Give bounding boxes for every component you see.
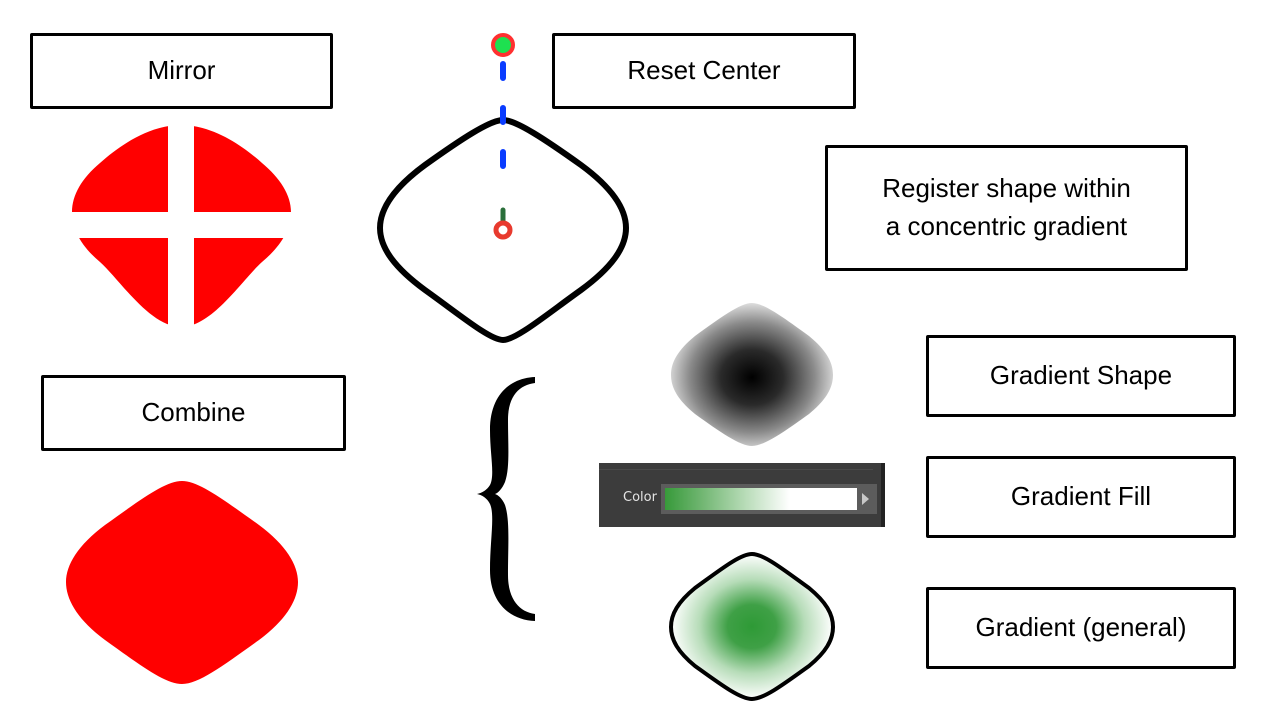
mirror-label: Mirror [147, 55, 216, 86]
gradient-swatch[interactable] [665, 488, 857, 510]
mirror-quadrant-bottom-left [72, 238, 168, 327]
mirror-quadrant-top-left [72, 125, 168, 212]
expand-arrow-icon[interactable] [862, 493, 869, 505]
gradient-fill-label-box: Gradient Fill [926, 456, 1236, 538]
gradient-color-panel: Color [599, 463, 885, 527]
mirror-shape [72, 125, 291, 327]
mirror-quadrant-top-right [194, 125, 291, 212]
reset-center-label-box: Reset Center [552, 33, 856, 109]
mirror-quadrant-bottom-right [194, 238, 291, 327]
gradient-general-label-box: Gradient (general) [926, 587, 1236, 669]
gradient-shape-label: Gradient Shape [989, 360, 1173, 391]
color-gradient-picker[interactable] [661, 484, 877, 514]
curly-brace-icon [477, 377, 535, 621]
register-shape-label-box: Register shape within a concentric gradi… [825, 145, 1188, 271]
mirror-label-box: Mirror [30, 33, 333, 109]
gradient-shape-preview [671, 303, 833, 446]
gradient-general-preview [668, 551, 836, 702]
outline-shape [376, 116, 630, 344]
gradient-fill-label: Gradient Fill [1010, 481, 1152, 512]
gradient-general-label: Gradient (general) [975, 612, 1187, 643]
combined-shape [66, 481, 298, 684]
register-shape-label: Register shape within a concentric gradi… [882, 173, 1131, 241]
gradient-shape-label-box: Gradient Shape [926, 335, 1236, 417]
reset-center-label: Reset Center [627, 55, 781, 86]
combine-label-box: Combine [41, 375, 346, 451]
center-point-handle-icon[interactable] [493, 220, 513, 240]
combine-label: Combine [141, 397, 246, 428]
panel-divider [599, 469, 873, 470]
rotation-handle-icon[interactable] [491, 33, 515, 57]
color-label: Color [623, 490, 657, 505]
